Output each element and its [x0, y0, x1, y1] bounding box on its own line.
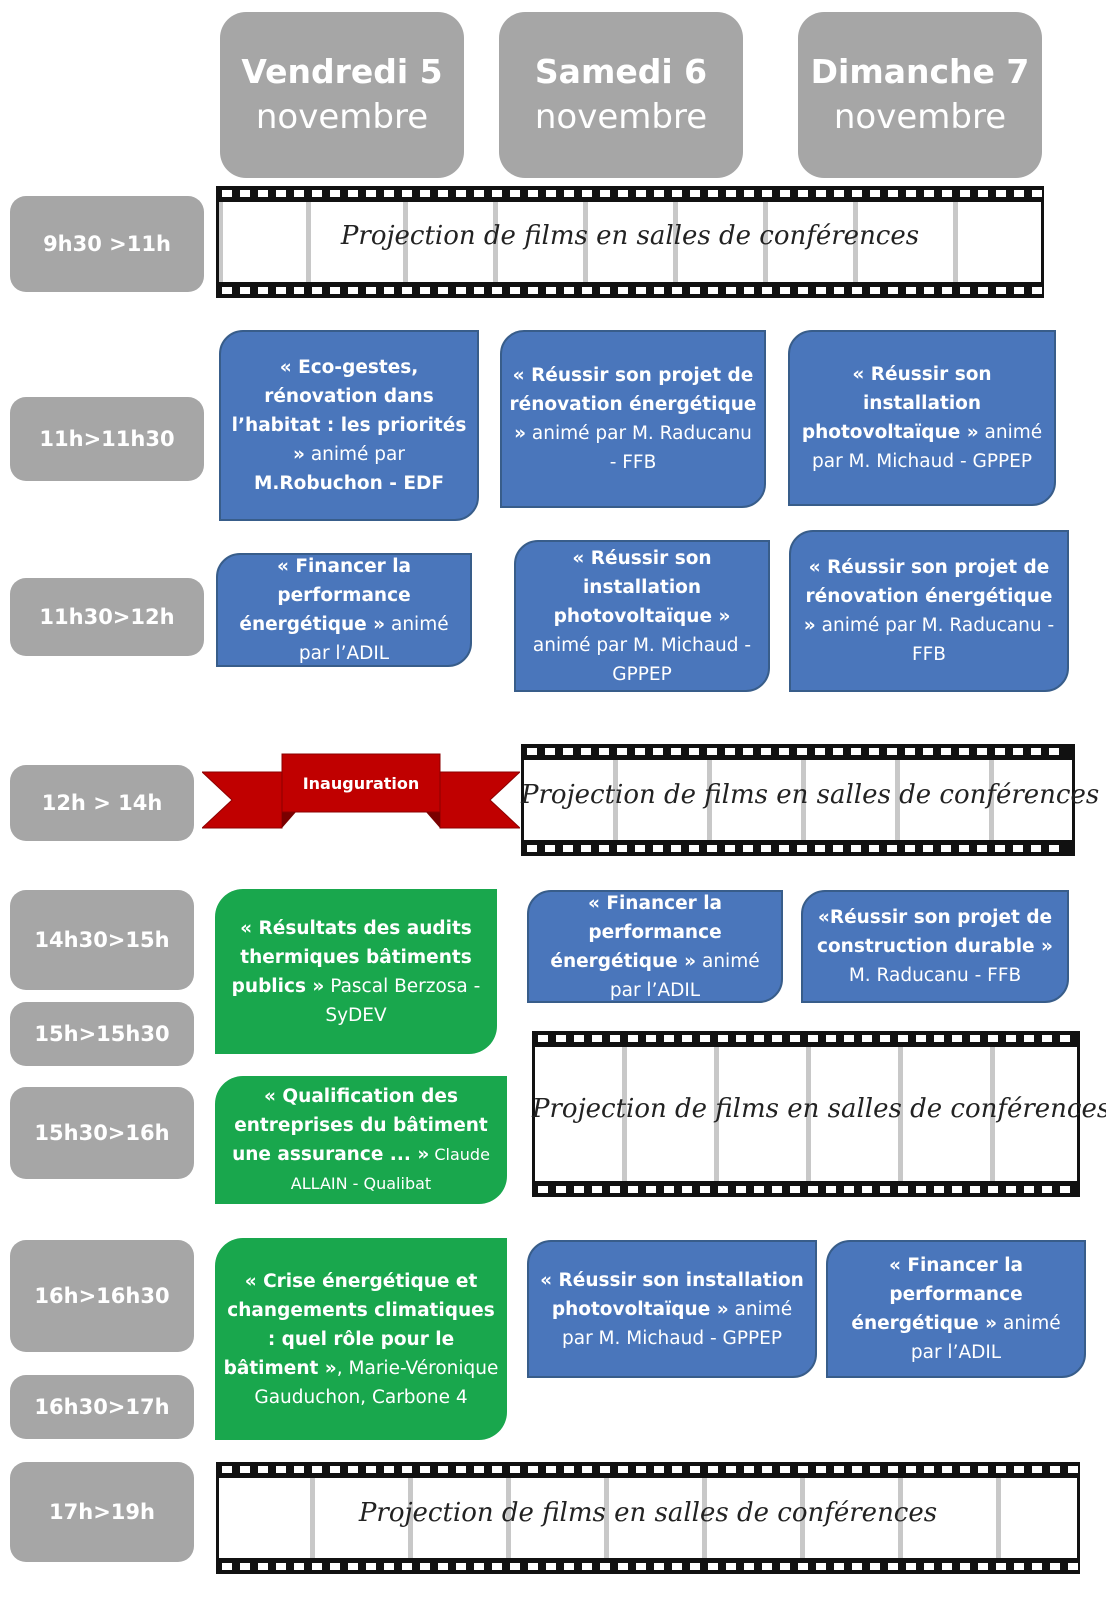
film-label: Projection de films en salles de confére…	[521, 780, 1100, 810]
session-financer: « Financer la performance énergétique » …	[216, 553, 472, 667]
session-speaker: animé par l’ADIL	[910, 1313, 1061, 1363]
session-title: « Crise énergétique et changements clima…	[223, 1270, 495, 1379]
session-title: « Réussir son installation photovoltaïqu…	[553, 547, 731, 627]
session-title: «Réussir son projet de construction dura…	[816, 907, 1053, 957]
session-speaker: animé par M. Raducanu - FFB	[526, 423, 752, 473]
session-title: « Financer la performance énergétique »	[239, 556, 412, 635]
day-name: Samedi 6	[534, 52, 708, 91]
session-title: « Financer la performance énergétique »	[851, 1255, 1024, 1334]
day-month: novembre	[534, 97, 708, 137]
session-speaker: Pascal Berzosa - SyDEV	[324, 975, 481, 1026]
time-slot: 11h>11h30	[10, 397, 204, 481]
day-month: novembre	[833, 97, 1007, 137]
session-speaker: animé par M. Raducanu - FFB	[815, 615, 1055, 665]
session-speaker: animé par l’ADIL	[609, 950, 760, 1001]
session-qualification: « Qualification des entreprises du bâtim…	[215, 1076, 507, 1204]
film-label: Projection de films en salles de confére…	[358, 1498, 938, 1528]
session-photovoltaique: « Réussir son installation photovoltaïqu…	[514, 540, 770, 692]
session-eco-gestes: « Eco-gestes, rénovation dans l’habitat …	[219, 330, 479, 521]
time-slot: 17h>19h	[10, 1462, 194, 1562]
session-title: « Financer la performance énergétique »	[550, 892, 723, 972]
session-title: « Réussir son projet de rénovation énerg…	[803, 557, 1053, 636]
session-speaker: , Marie-Véronique Gauduchon, Carbone 4	[254, 1357, 499, 1408]
time-slot: 16h>16h30	[10, 1240, 194, 1352]
film-label: Projection de films en salles de confére…	[532, 1094, 1106, 1124]
session-title: « Eco-gestes, rénovation dans l’habitat …	[231, 357, 467, 465]
time-slot: 15h>15h30	[10, 1002, 194, 1066]
inauguration-ribbon	[202, 753, 520, 829]
session-speaker: animé par M. Michaud - GPPEP	[561, 1298, 793, 1349]
inauguration-label: Inauguration	[302, 774, 420, 793]
film-strip	[521, 744, 1075, 856]
session-audits: « Résultats des audits thermiques bâtime…	[215, 889, 497, 1054]
day-name: Vendredi 5	[241, 52, 443, 91]
film-strip	[532, 1031, 1080, 1197]
session-title: « Qualification des entreprises du bâtim…	[232, 1086, 488, 1165]
time-slot: 9h30 >11h	[10, 196, 204, 292]
day-header-saturday: Samedi 6 novembre	[499, 12, 743, 178]
day-month: novembre	[255, 97, 429, 137]
session-speaker-name: M.Robuchon - EDF	[253, 473, 444, 494]
session-photovoltaique: « Réussir son installation photovoltaïqu…	[527, 1240, 817, 1378]
day-header-friday: Vendredi 5 novembre	[220, 12, 464, 178]
session-speaker: animé par M. Michaud - GPPEP	[811, 422, 1043, 472]
time-slot: 16h30>17h	[10, 1375, 194, 1439]
film-label: Projection de films en salles de confére…	[340, 221, 920, 251]
time-slot: 11h30>12h	[10, 578, 204, 656]
session-financer: « Financer la performance énergétique » …	[826, 1240, 1086, 1378]
session-speaker: animé par l’ADIL	[298, 614, 449, 664]
session-financer: « Financer la performance énergétique » …	[527, 890, 783, 1003]
session-speaker: M. Raducanu - FFB	[848, 965, 1022, 986]
session-title: « Résultats des audits thermiques bâtime…	[231, 917, 472, 997]
session-title: « Réussir son projet de rénovation énerg…	[509, 365, 757, 444]
session-title: « Réussir son installation photovoltaïqu…	[540, 1269, 804, 1320]
session-title: « Réussir son installation photovoltaïqu…	[801, 364, 992, 443]
time-slot: 12h > 14h	[10, 765, 194, 841]
session-crise-energetique: « Crise énergétique et changements clima…	[215, 1238, 507, 1440]
film-strip	[216, 1462, 1080, 1574]
film-strip	[216, 186, 1044, 298]
session-speaker: animé par	[304, 444, 405, 465]
session-speaker: Claude ALLAIN - Qualibat	[290, 1145, 490, 1193]
day-name: Dimanche 7	[810, 52, 1030, 91]
day-header-sunday: Dimanche 7 novembre	[798, 12, 1042, 178]
session-renovation: « Réussir son projet de rénovation énerg…	[789, 530, 1069, 692]
session-renovation: « Réussir son projet de rénovation énerg…	[500, 330, 766, 508]
session-construction-durable: «Réussir son projet de construction dura…	[801, 890, 1069, 1003]
session-photovoltaique: « Réussir son installation photovoltaïqu…	[788, 330, 1056, 506]
time-slot: 14h30>15h	[10, 890, 194, 990]
time-slot: 15h30>16h	[10, 1087, 194, 1179]
session-speaker: animé par M. Michaud - GPPEP	[532, 634, 752, 685]
